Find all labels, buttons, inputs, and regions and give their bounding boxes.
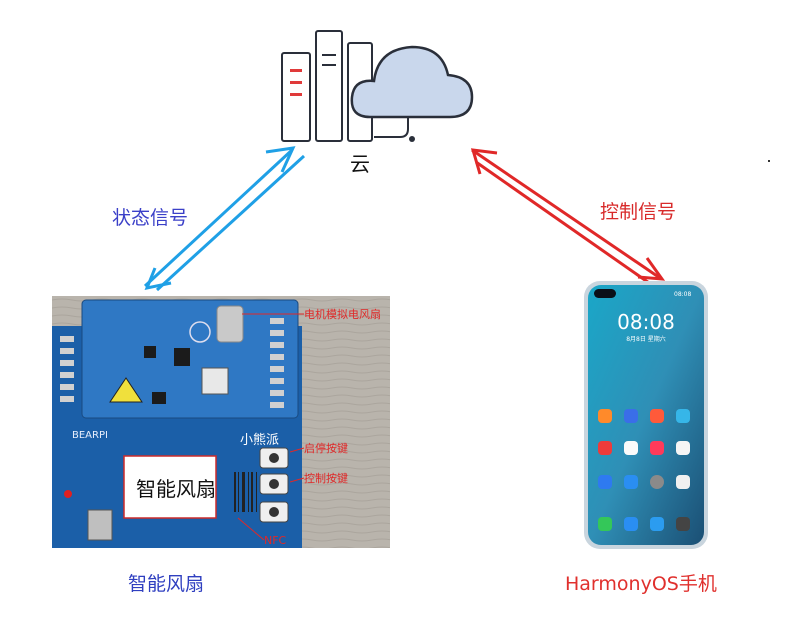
status-bar-time: 08:08 — [674, 291, 691, 298]
stray-dot — [768, 160, 770, 162]
date: 8月8日 星期六 — [626, 335, 666, 343]
annotation-control: 控制按键 — [304, 471, 348, 485]
smart-fan-label: 智能风扇 — [128, 573, 205, 595]
harmonyos-phone-label: HarmonyOS手机 — [565, 573, 717, 595]
smartphone-photo: 08:08 08:08 8月8日 星期六 — [584, 281, 708, 549]
control-signal-label: 控制信号 — [600, 201, 677, 223]
control-arrow — [470, 148, 666, 287]
status-arrow — [143, 146, 306, 292]
board-brand: BEARPI — [72, 430, 108, 441]
server-cloud-icon — [281, 30, 474, 142]
annotation-start-stop: 启停按键 — [304, 441, 348, 455]
handwritten-label: 智能风扇 — [136, 477, 216, 501]
annotation-motor: 电机模拟电风扇 — [304, 307, 381, 321]
board-title: 小熊派 — [240, 432, 279, 448]
dev-board-photo: BEARPI 小熊派 智能风扇 电机模拟电风扇 启停按键 控制按键 NFC — [52, 296, 390, 548]
status-signal-label: 状态信号 — [112, 207, 189, 229]
cloud-label: 云 — [350, 152, 370, 176]
annotation-nfc: NFC — [264, 534, 287, 547]
clock: 08:08 — [617, 310, 675, 334]
